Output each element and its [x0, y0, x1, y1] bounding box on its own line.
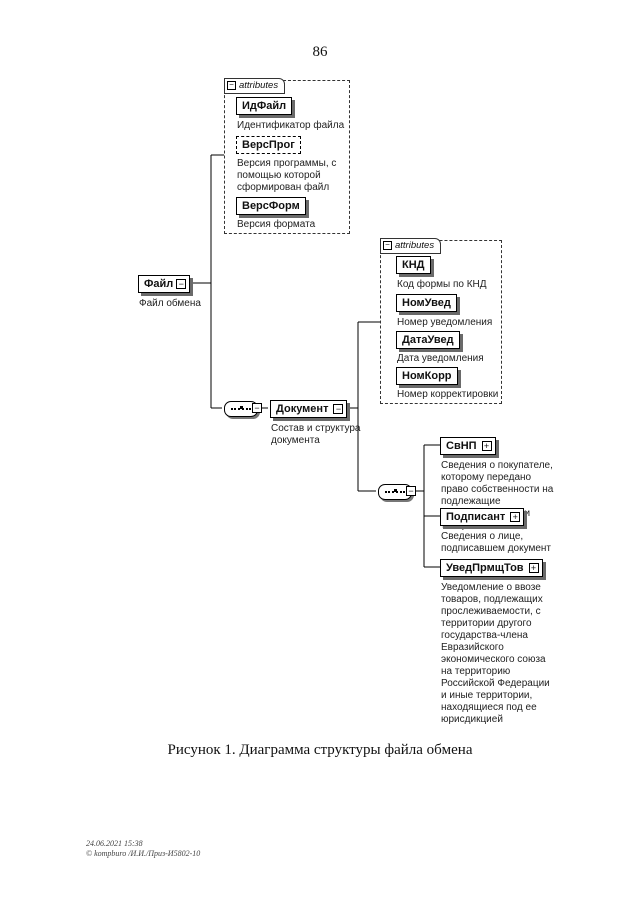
desc-line: и иные территории,: [441, 690, 533, 701]
attr-versform-desc: Версия формата: [237, 219, 315, 231]
attr-datauved[interactable]: ДатаУвед: [396, 331, 460, 349]
document-element-label: Документ: [276, 403, 329, 415]
attr-versform[interactable]: ВерсФорм: [236, 197, 306, 215]
child-element-podpisant-desc: Сведения о лице, подписавшем документ: [441, 531, 551, 555]
desc-line: государства-члена: [441, 630, 528, 641]
attr-knd-desc: Код формы по КНД: [397, 279, 487, 291]
sequence-compositor[interactable]: [224, 401, 258, 417]
desc-line: Дата уведомления: [397, 353, 484, 364]
document-element-desc: Состав и структура документа: [271, 423, 361, 447]
desc-line: юрисдикцией: [441, 714, 503, 725]
desc-line: которому передано: [441, 472, 532, 483]
root-element-desc: Файл обмена: [139, 298, 201, 309]
sequence-collapse-icon[interactable]: −: [252, 403, 262, 413]
child-element-label: Подписант: [446, 511, 506, 523]
desc-line: Российской Федерации: [441, 678, 550, 689]
desc-line: Состав и структура: [271, 423, 361, 434]
root-element-file[interactable]: Файл −: [138, 275, 191, 293]
child-element-podpisant[interactable]: Подписант +: [440, 508, 525, 526]
attributes-tab-label: attributes: [239, 80, 279, 91]
desc-line: на территорию: [441, 666, 511, 677]
desc-line: Идентификатор файла: [237, 120, 345, 131]
root-attributes-frame: [224, 80, 350, 234]
figure-caption: Рисунок 1. Диаграмма структуры файла обм…: [167, 742, 473, 758]
desc-line: Код формы по КНД: [397, 279, 487, 290]
desc-line: товаров, подлежащих: [441, 594, 543, 605]
child-element-uvedprmshtov[interactable]: УведПрмщТов +: [440, 559, 543, 577]
child-element-svnp[interactable]: СвНП +: [440, 437, 496, 455]
desc-line: помощью которой: [237, 170, 321, 181]
attr-nomkorr-desc: Номер корректировки: [397, 389, 498, 401]
desc-line: подлежащие: [441, 496, 501, 507]
root-element-label: Файл: [144, 278, 174, 290]
child-element-label: УведПрмщТов: [446, 562, 524, 574]
document-element[interactable]: Документ −: [270, 400, 348, 418]
desc-line: право собственности на: [441, 484, 554, 495]
sequence-collapse-icon[interactable]: −: [406, 486, 416, 496]
desc-line: экономического союза: [441, 654, 546, 665]
attr-versprog[interactable]: ВерсПрог: [236, 136, 301, 154]
expand-icon[interactable]: −: [333, 404, 344, 414]
expand-icon[interactable]: +: [481, 441, 492, 451]
child-element-label: СвНП: [446, 440, 477, 452]
stamp-signature: © kompburo /И.И./Приз-И5802-10: [86, 849, 201, 858]
attr-nomuved[interactable]: НомУвед: [396, 294, 457, 312]
page-number: 86: [312, 44, 328, 60]
collapse-icon[interactable]: −: [227, 81, 236, 90]
desc-line: Номер корректировки: [397, 389, 499, 400]
collapse-icon[interactable]: −: [383, 241, 392, 250]
desc-line: документа: [271, 435, 320, 446]
expand-icon[interactable]: +: [528, 563, 539, 573]
attributes-tab-label: attributes: [395, 240, 435, 251]
attr-idfile[interactable]: ИдФайл: [236, 97, 293, 115]
root-attributes-tab[interactable]: −attributes: [224, 78, 286, 94]
desc-line: Номер уведомления: [397, 317, 493, 328]
desc-line: Евразийского: [441, 642, 504, 653]
attr-datauved-desc: Дата уведомления: [397, 353, 484, 365]
stamp-date: 24.06.2021 15:38: [86, 839, 143, 848]
attr-nomkorr[interactable]: НомКорр: [396, 367, 458, 385]
attr-knd[interactable]: КНД: [396, 256, 431, 274]
desc-line: Уведомление о ввозе: [441, 582, 541, 593]
desc-line: подписавшем документ: [441, 543, 552, 554]
attr-versprog-desc: Версия программы, с помощью которой сфор…: [237, 158, 336, 194]
desc-line: находящиеся под ее: [441, 702, 537, 713]
attr-idfile-desc: Идентификатор файла: [237, 120, 344, 132]
desc-line: Версия программы, с: [237, 158, 337, 169]
desc-line: Сведения о покупателе,: [441, 460, 553, 471]
desc-line: сформирован файл: [237, 182, 330, 193]
expand-icon[interactable]: −: [176, 279, 187, 289]
expand-icon[interactable]: +: [510, 512, 521, 522]
document-attributes-frame: [380, 240, 502, 404]
desc-line: прослеживаемости, с: [441, 606, 541, 617]
attr-nomuved-desc: Номер уведомления: [397, 317, 492, 329]
desc-line: Сведения о лице,: [441, 531, 524, 542]
document-attributes-tab[interactable]: −attributes: [380, 238, 442, 254]
child-element-uvedprmshtov-desc: Уведомление о ввозе товаров, подлежащих …: [441, 582, 550, 726]
desc-line: Версия формата: [237, 219, 316, 230]
desc-line: территории другого: [441, 618, 532, 629]
